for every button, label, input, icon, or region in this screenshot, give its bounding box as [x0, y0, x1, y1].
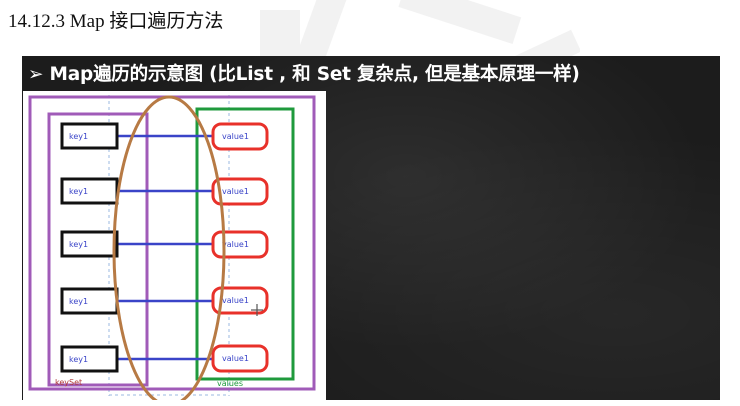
key-box	[60, 287, 119, 315]
values-label: values	[217, 379, 243, 388]
key-label: key1	[69, 132, 88, 141]
slide-title: ➢ Map遍历的示意图 (比List , 和 Set 复杂点, 但是基本原理一样…	[28, 64, 580, 85]
value-label: value1	[222, 240, 249, 249]
value-box	[211, 230, 269, 259]
value-box	[211, 122, 269, 151]
value-box	[211, 344, 269, 373]
key-box	[60, 345, 119, 373]
key-label: key1	[69, 355, 88, 364]
key-box	[60, 122, 119, 150]
key-label: key1	[69, 240, 88, 249]
value-box	[211, 177, 269, 206]
cursor-icon	[251, 304, 263, 316]
map-traversal-diagram: key1 key1 key1 key1 key1 value1 value1 v…	[23, 91, 326, 400]
key-label: key1	[69, 297, 88, 306]
grouping-ellipse	[112, 95, 226, 400]
value-box	[211, 286, 269, 315]
value-label: value1	[222, 132, 249, 141]
section-heading: 14.12.3 Map 接口遍历方法	[8, 11, 224, 32]
value-label: value1	[222, 354, 249, 363]
key-box	[60, 177, 119, 205]
slide: ➢ Map遍历的示意图 (比List , 和 Set 复杂点, 但是基本原理一样…	[22, 56, 720, 400]
value-label: value1	[222, 187, 249, 196]
value-label: value1	[222, 296, 249, 305]
key-label: key1	[69, 187, 88, 196]
key-box	[60, 230, 119, 258]
keyset-box	[47, 112, 149, 387]
keyset-label: keySet	[55, 378, 82, 387]
